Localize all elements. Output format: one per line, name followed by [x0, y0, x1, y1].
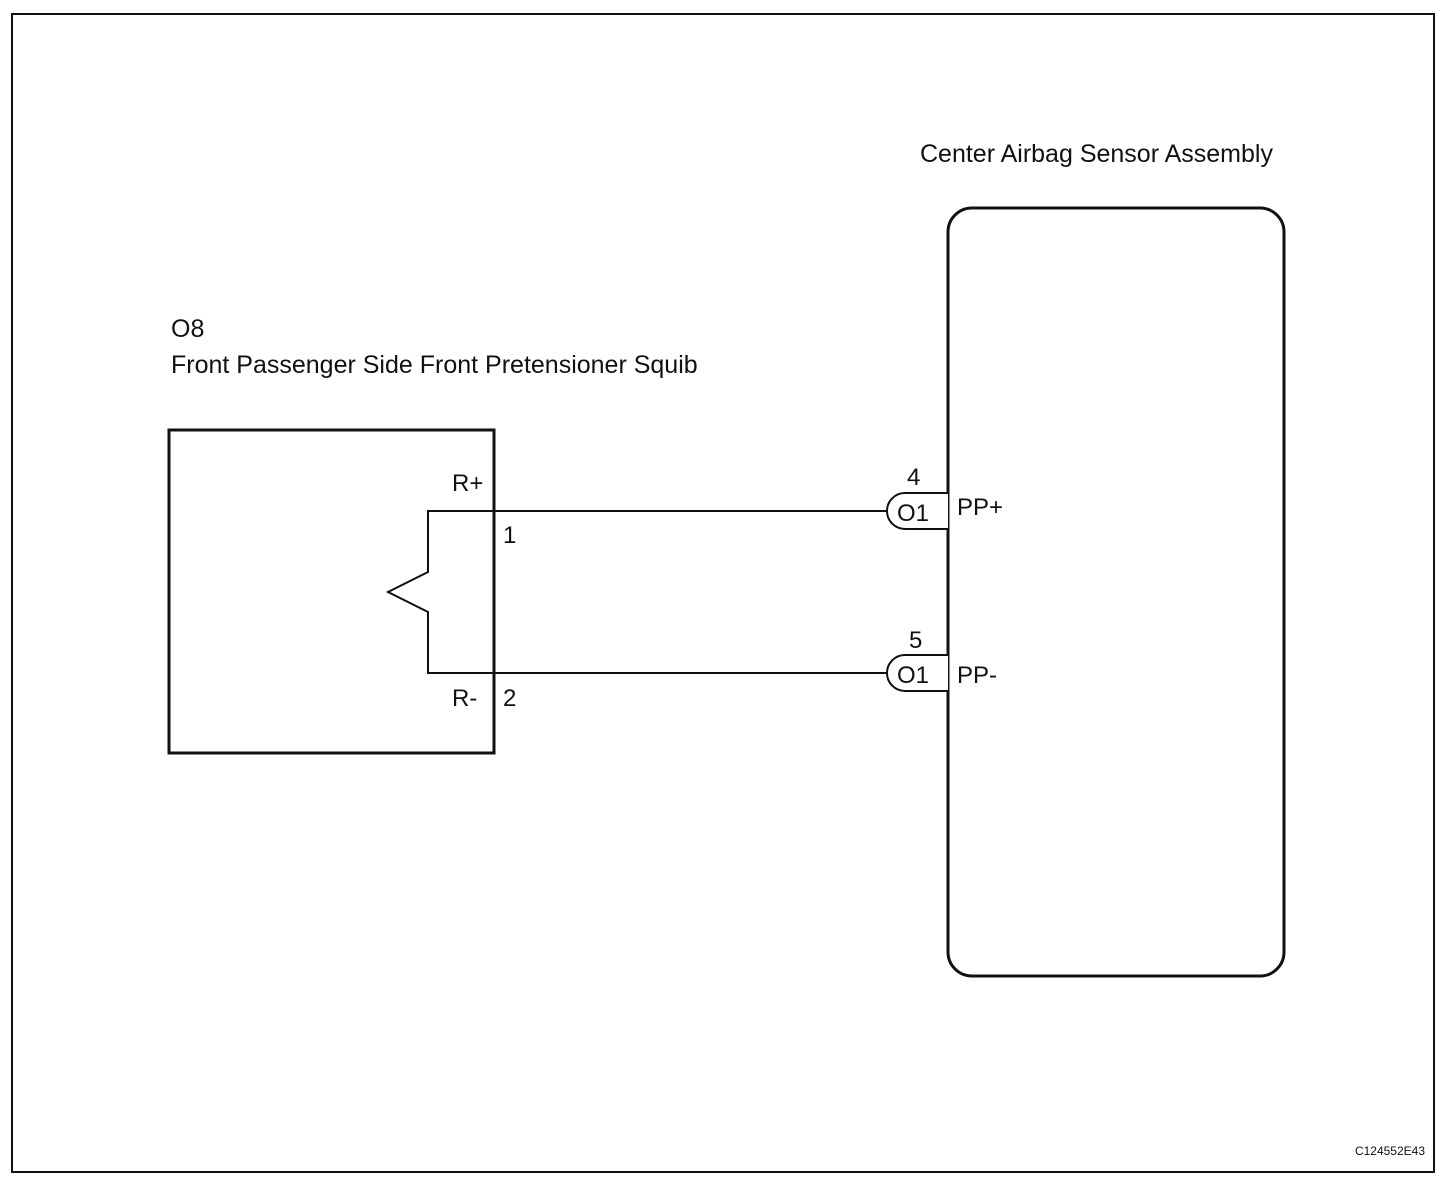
sensor-pin-4-number: 4 [907, 464, 920, 491]
squib-pin-1-signal: R+ [452, 470, 483, 497]
diagram-frame [11, 13, 1435, 1173]
connector-pin-4-label: O1 [897, 500, 929, 527]
squib-element-symbol [385, 510, 494, 674]
sensor-pin-4-signal: PP+ [957, 494, 1003, 521]
sensor-box [946, 206, 1286, 978]
squib-box [167, 428, 496, 755]
figure-code: C124552E43 [1355, 1144, 1425, 1158]
squib-name: Front Passenger Side Front Pretensioner … [171, 351, 698, 379]
connector-pin-5-label: O1 [897, 662, 929, 689]
connector-pin-4 [886, 492, 948, 530]
sensor-title: Center Airbag Sensor Assembly [920, 140, 1273, 168]
squib-pin-2-number: 2 [503, 685, 516, 712]
sensor-pin-5-signal: PP- [957, 662, 997, 689]
connector-pin-5 [886, 654, 948, 692]
squib-pin-2-signal: R- [452, 685, 477, 712]
squib-code: O8 [171, 315, 204, 343]
sensor-pin-5-number: 5 [909, 627, 922, 654]
squib-pin-1-number: 1 [503, 522, 516, 549]
